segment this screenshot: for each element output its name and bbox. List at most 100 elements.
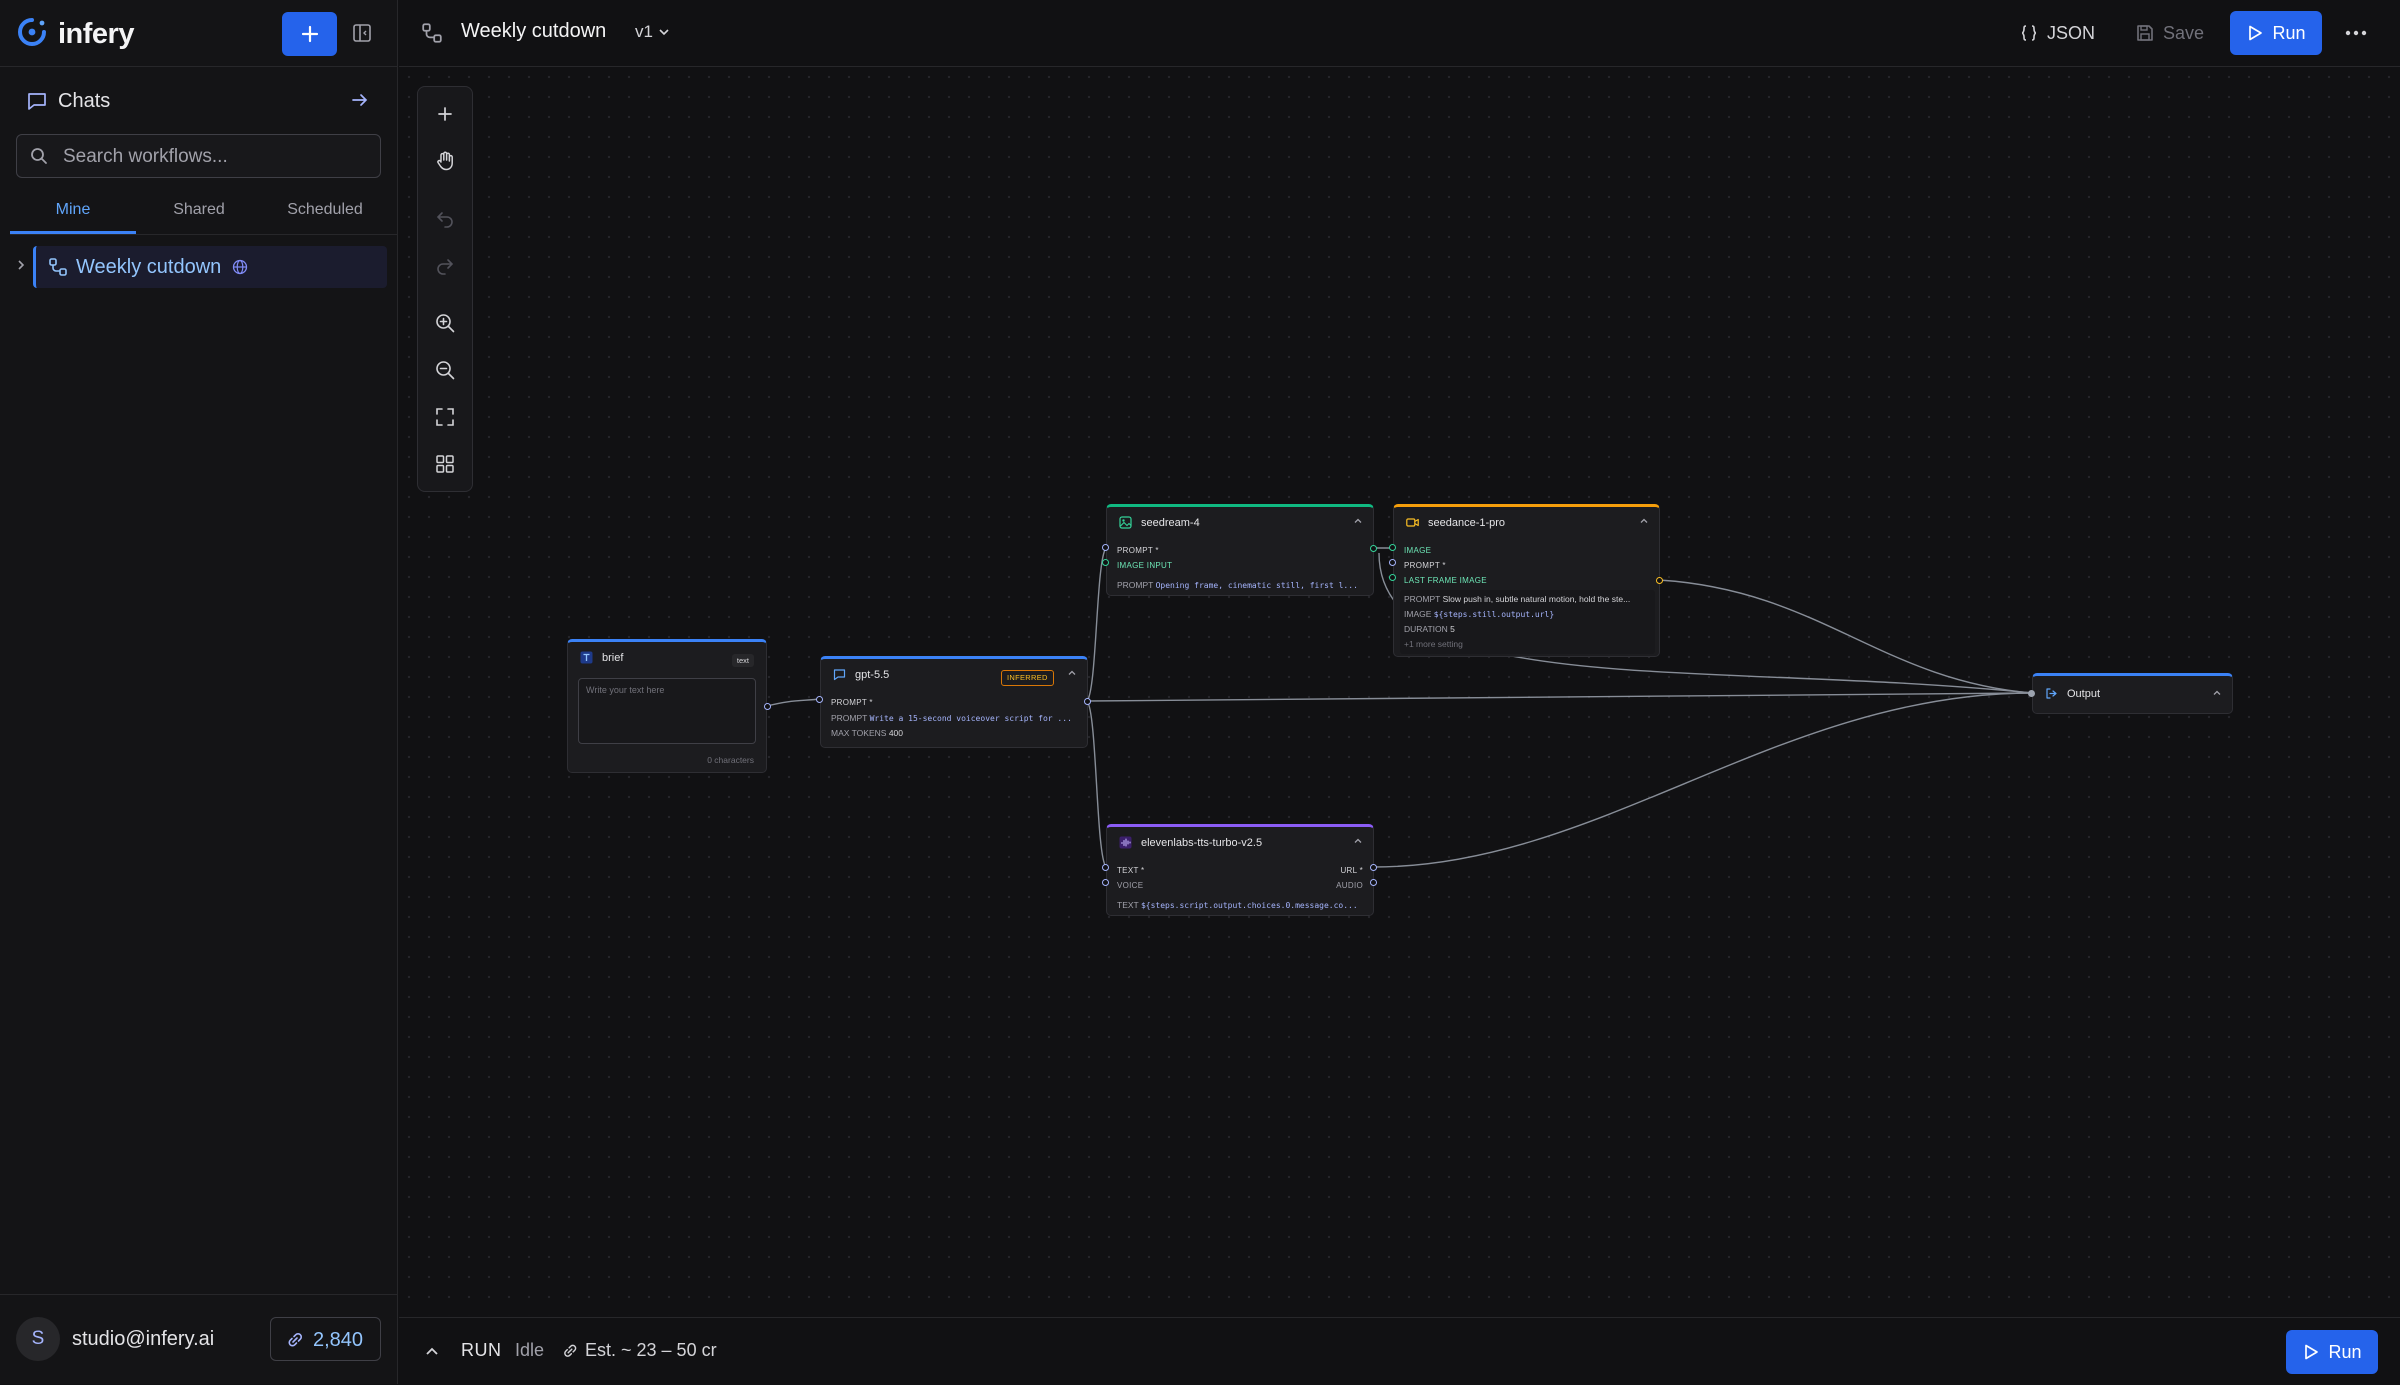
more-settings-link[interactable]: +1 more setting — [1404, 639, 1463, 649]
char-count: 0 characters — [707, 755, 754, 765]
seedance-image-input-port[interactable] — [1389, 544, 1396, 551]
chevron-up-icon[interactable] — [423, 1343, 441, 1366]
brief-text-input[interactable] — [579, 679, 755, 743]
chevron-up-icon[interactable] — [1353, 516, 1363, 526]
node-brief[interactable]: brief text 0 characters — [567, 639, 767, 773]
chats-link[interactable]: Chats — [0, 80, 398, 122]
run-button[interactable]: Run — [2230, 11, 2322, 55]
chat-bubble-icon — [26, 90, 48, 117]
brief-output-port[interactable] — [764, 703, 771, 710]
avatar[interactable]: S — [16, 1317, 60, 1361]
tts-voice-input-port[interactable] — [1102, 879, 1109, 886]
workflow-icon — [48, 257, 68, 282]
user-email[interactable]: studio@infery.ai — [72, 1328, 215, 1350]
search-input[interactable] — [61, 135, 365, 179]
estimate-text: Est. ~ 23 – 50 cr — [585, 1340, 717, 1360]
inferred-badge: INFERRED — [1001, 670, 1054, 686]
gpt-output-port[interactable] — [1084, 698, 1091, 705]
audio-model-icon — [1119, 836, 1132, 849]
setting-key: TEXT — [1117, 900, 1139, 910]
setting-key: DURATION — [1404, 624, 1448, 634]
tab-shared[interactable]: Shared — [173, 201, 225, 218]
run-panel-label: RUN — [461, 1340, 502, 1360]
credits-button[interactable]: 2,840 — [270, 1317, 381, 1361]
run-label: Run — [2272, 22, 2306, 43]
save-button[interactable]: Save — [2135, 12, 2204, 54]
image-setting: IMAGE ${steps.still.output.url} — [1404, 609, 1554, 619]
seedance-last-frame-input-port[interactable] — [1389, 574, 1396, 581]
output-input-port[interactable] — [2028, 690, 2035, 697]
chevron-up-icon[interactable] — [1067, 668, 1077, 678]
add-node-button[interactable] — [430, 99, 460, 129]
run-panel-run-button[interactable]: Run — [2286, 1330, 2378, 1374]
fit-view-button[interactable] — [430, 402, 460, 432]
workflow-list-item[interactable]: Weekly cutdown — [33, 246, 387, 288]
tts-audio-output-port[interactable] — [1370, 879, 1377, 886]
version-select[interactable]: v1 — [635, 22, 671, 42]
type-badge: text — [731, 654, 754, 667]
chat-model-icon — [833, 669, 846, 681]
setting-key: PROMPT — [831, 713, 868, 723]
logo[interactable]: infery — [16, 16, 134, 53]
new-workflow-button[interactable] — [282, 12, 337, 56]
gpt-prompt-input-port[interactable] — [816, 696, 823, 703]
fullscreen-icon — [436, 408, 454, 426]
json-button[interactable]: JSON — [2019, 12, 2095, 54]
zoom-out-button[interactable] — [430, 355, 460, 385]
workflow-tabs: Mine Shared Scheduled — [10, 190, 398, 235]
more-options-button[interactable] — [2341, 18, 2371, 48]
tts-text-input-port[interactable] — [1102, 864, 1109, 871]
pan-tool-button[interactable] — [430, 146, 460, 176]
infery-logo-icon — [16, 16, 48, 53]
prompt-setting: PROMPT Slow push in, subtle natural moti… — [1404, 594, 1649, 604]
chevron-right-icon[interactable] — [14, 258, 28, 277]
node-header: brief text — [568, 642, 766, 672]
zoom-in-icon — [436, 314, 455, 333]
node-gpt-5-5[interactable]: gpt-5.5 INFERRED PROMPT * PROMPT Write a… — [820, 656, 1088, 748]
seedance-prompt-input-port[interactable] — [1389, 559, 1396, 566]
setting-value: Write a 15-second voiceover script for .… — [869, 714, 1072, 723]
run-label: Run — [2328, 1341, 2362, 1362]
tts-url-output-port[interactable] — [1370, 864, 1377, 871]
chevron-down-icon — [659, 29, 669, 36]
more-horizontal-icon — [2345, 30, 2367, 36]
node-title: gpt-5.5 — [855, 669, 890, 681]
chevron-up-icon[interactable] — [1353, 836, 1363, 846]
node-title: seedream-4 — [1141, 517, 1200, 529]
zoom-in-button[interactable] — [430, 308, 460, 338]
settings-panel: PROMPT Slow push in, subtle natural moti… — [1400, 590, 1655, 654]
setting-key: MAX TOKENS — [831, 728, 887, 738]
chevron-up-icon[interactable] — [1639, 516, 1649, 526]
logo-text: infery — [58, 18, 134, 50]
tab-mine[interactable]: Mine — [10, 190, 136, 234]
brief-text-box — [578, 678, 756, 744]
seedance-output-port[interactable] — [1656, 577, 1663, 584]
prompt-setting: PROMPT Write a 15-second voiceover scrip… — [831, 713, 1081, 723]
save-label: Save — [2163, 22, 2205, 43]
node-seedream-4[interactable]: seedream-4 PROMPT * IMAGE INPUT PROMPT O… — [1106, 504, 1374, 596]
node-seedance-1-pro[interactable]: seedance-1-pro IMAGE PROMPT * LAST FRAME… — [1393, 504, 1660, 657]
zoom-out-icon — [436, 361, 455, 380]
port-label-last-frame: LAST FRAME IMAGE — [1404, 576, 1487, 585]
node-header: elevenlabs-tts-turbo-v2.5 — [1107, 827, 1373, 857]
account-footer: S studio@infery.ai 2,840 — [0, 1294, 398, 1385]
arrow-right-icon[interactable] — [350, 90, 370, 115]
seedream-prompt-input-port[interactable] — [1102, 544, 1109, 551]
redo-button[interactable] — [430, 250, 460, 280]
undo-button[interactable] — [430, 203, 460, 233]
chevron-up-icon[interactable] — [2212, 688, 2222, 698]
cost-estimate: Est. ~ 23 – 50 cr — [561, 1340, 717, 1361]
workflow-title[interactable]: Weekly cutdown — [461, 20, 607, 42]
tab-scheduled[interactable]: Scheduled — [287, 201, 363, 218]
node-output[interactable]: Output — [2032, 673, 2233, 714]
seedream-image-input-port[interactable] — [1102, 559, 1109, 566]
braces-icon — [2021, 25, 2037, 41]
sidebar-panel-icon — [353, 24, 371, 42]
undo-icon — [436, 212, 453, 228]
credits-icon — [564, 1344, 577, 1357]
grid-layout-button[interactable] — [430, 449, 460, 479]
node-elevenlabs-tts[interactable]: elevenlabs-tts-turbo-v2.5 TEXT * VOICE U… — [1106, 824, 1374, 916]
node-title: Output — [2067, 688, 2101, 700]
collapse-sidebar-button[interactable] — [350, 18, 374, 48]
seedream-output-port[interactable] — [1370, 545, 1377, 552]
